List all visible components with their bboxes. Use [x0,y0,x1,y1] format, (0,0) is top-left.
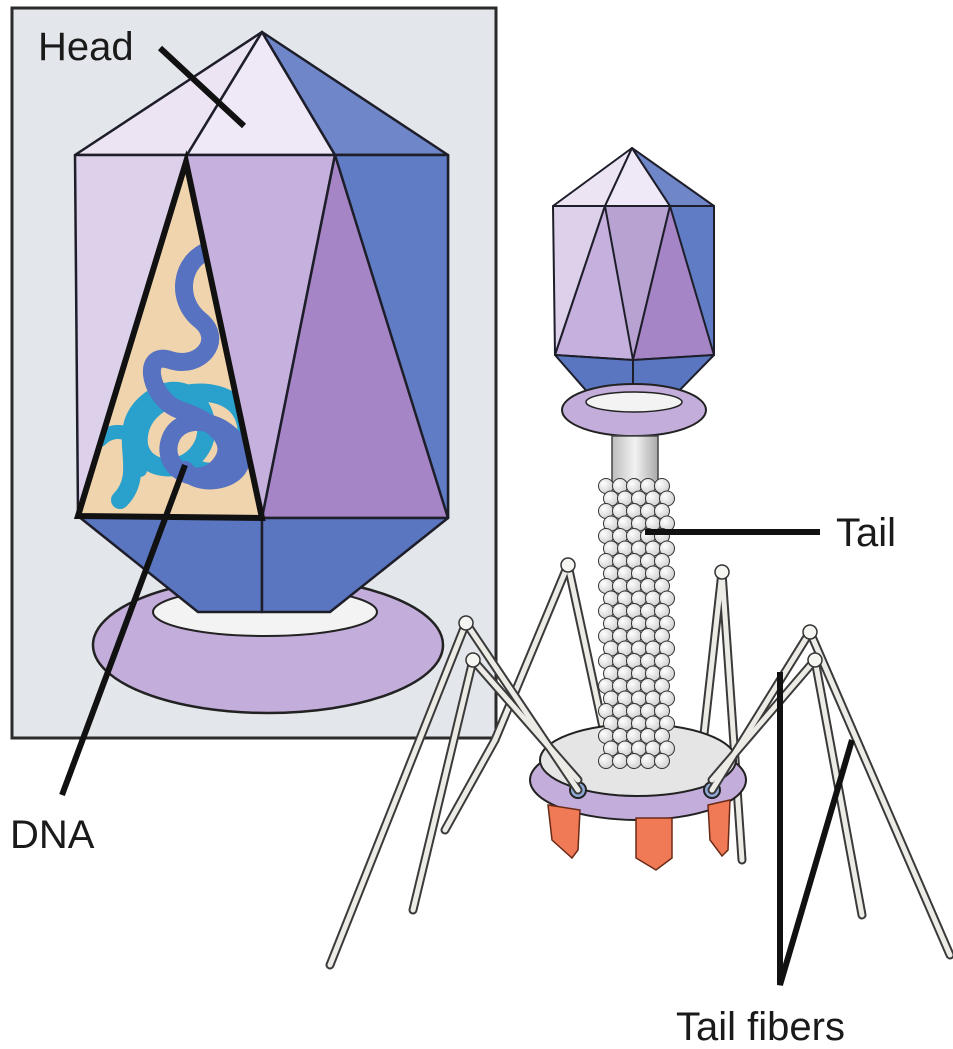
sheath-bead [641,754,656,769]
head-inset [12,8,496,738]
dna-label: DNA [10,813,95,857]
sheath-bead [655,754,670,769]
base-pin-center [636,818,672,870]
sheath-bead [627,754,642,769]
phage-head [553,148,714,402]
inset-capsid [75,32,448,612]
base-pin-right [708,800,730,856]
sheath-bead [599,754,614,769]
tail-label: Tail [836,511,896,555]
base-pin-left [548,805,580,858]
head-label: Head [38,25,134,69]
tail-fibers-leader-line [780,672,852,985]
tail-sheath [599,479,675,769]
phage-collar [562,384,706,436]
sheath-bead [613,754,628,769]
tail-fibers-label: Tail fibers [676,1005,845,1049]
